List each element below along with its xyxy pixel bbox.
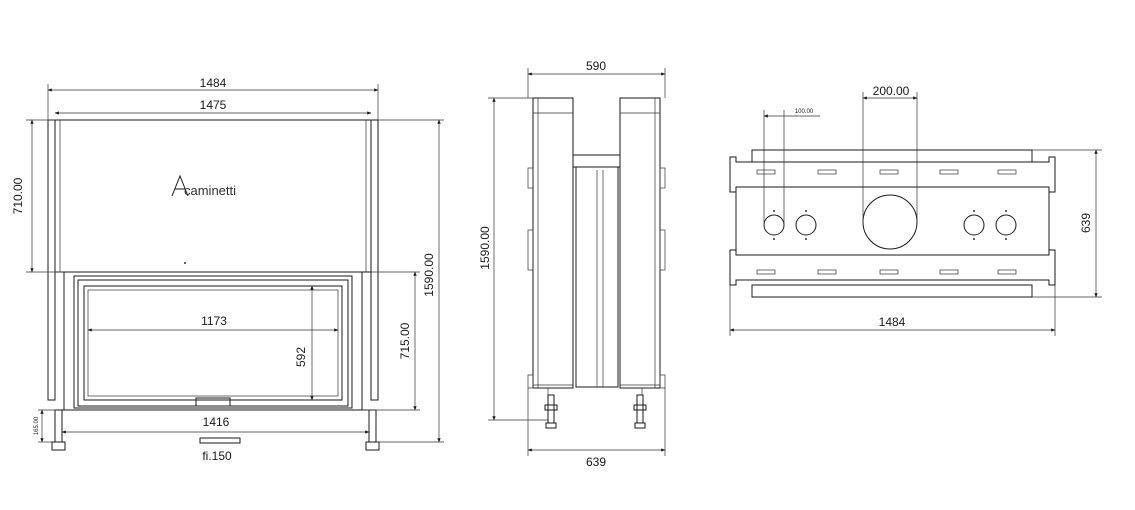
side-right-column: [619, 97, 661, 389]
dim-total-height: 1590.00: [422, 253, 436, 297]
air-hole: [963, 214, 985, 236]
dim-base-width: 1416: [203, 415, 230, 429]
flue-hole: [862, 194, 918, 250]
dim-feet-height: 165.00: [34, 416, 40, 435]
dim-side-top-width: 590: [586, 59, 606, 73]
dim-glass-width: 1173: [201, 314, 227, 328]
flue-outlet: [199, 437, 241, 444]
firebox-body: [63, 271, 363, 411]
air-hole: [795, 214, 817, 236]
left-leg: [54, 409, 63, 443]
air-hole: [763, 214, 785, 236]
dim-width-outer: 1484: [200, 76, 227, 90]
front-right-jamb: [370, 119, 379, 401]
side-view: 590 1590.00 639: [478, 59, 666, 469]
air-hole: [995, 214, 1017, 236]
right-leg: [368, 409, 377, 443]
dim-glass-height: 592: [294, 347, 308, 367]
flue-label: fi.150: [202, 449, 232, 463]
dim-side-height: 1590.00: [478, 226, 492, 270]
door-handle: [195, 397, 231, 407]
dim-top-depth: 639: [1079, 213, 1093, 233]
front-left-jamb: [47, 119, 56, 401]
dim-width-inner: 1475: [200, 98, 227, 112]
door-frame: [77, 279, 349, 407]
front-view: caminetti 1484 1475 710.00 1590.00 715.0…: [11, 76, 444, 463]
top-body: [735, 186, 1050, 256]
dim-door-height: 715.00: [398, 322, 412, 359]
side-left-column: [532, 97, 574, 389]
dim-top-width: 1484: [879, 315, 906, 329]
dim-upper-height: 710.00: [11, 177, 25, 214]
door-glass: [83, 285, 343, 401]
dim-side-bottom-width: 639: [586, 455, 606, 469]
top-view: 100.00 200.00 639 1484: [729, 84, 1102, 336]
dim-small: 100.00: [795, 109, 814, 115]
dim-flue: 200.00: [873, 84, 910, 98]
brand-logo: caminetti: [171, 174, 236, 198]
brand-text: caminetti: [184, 183, 236, 198]
